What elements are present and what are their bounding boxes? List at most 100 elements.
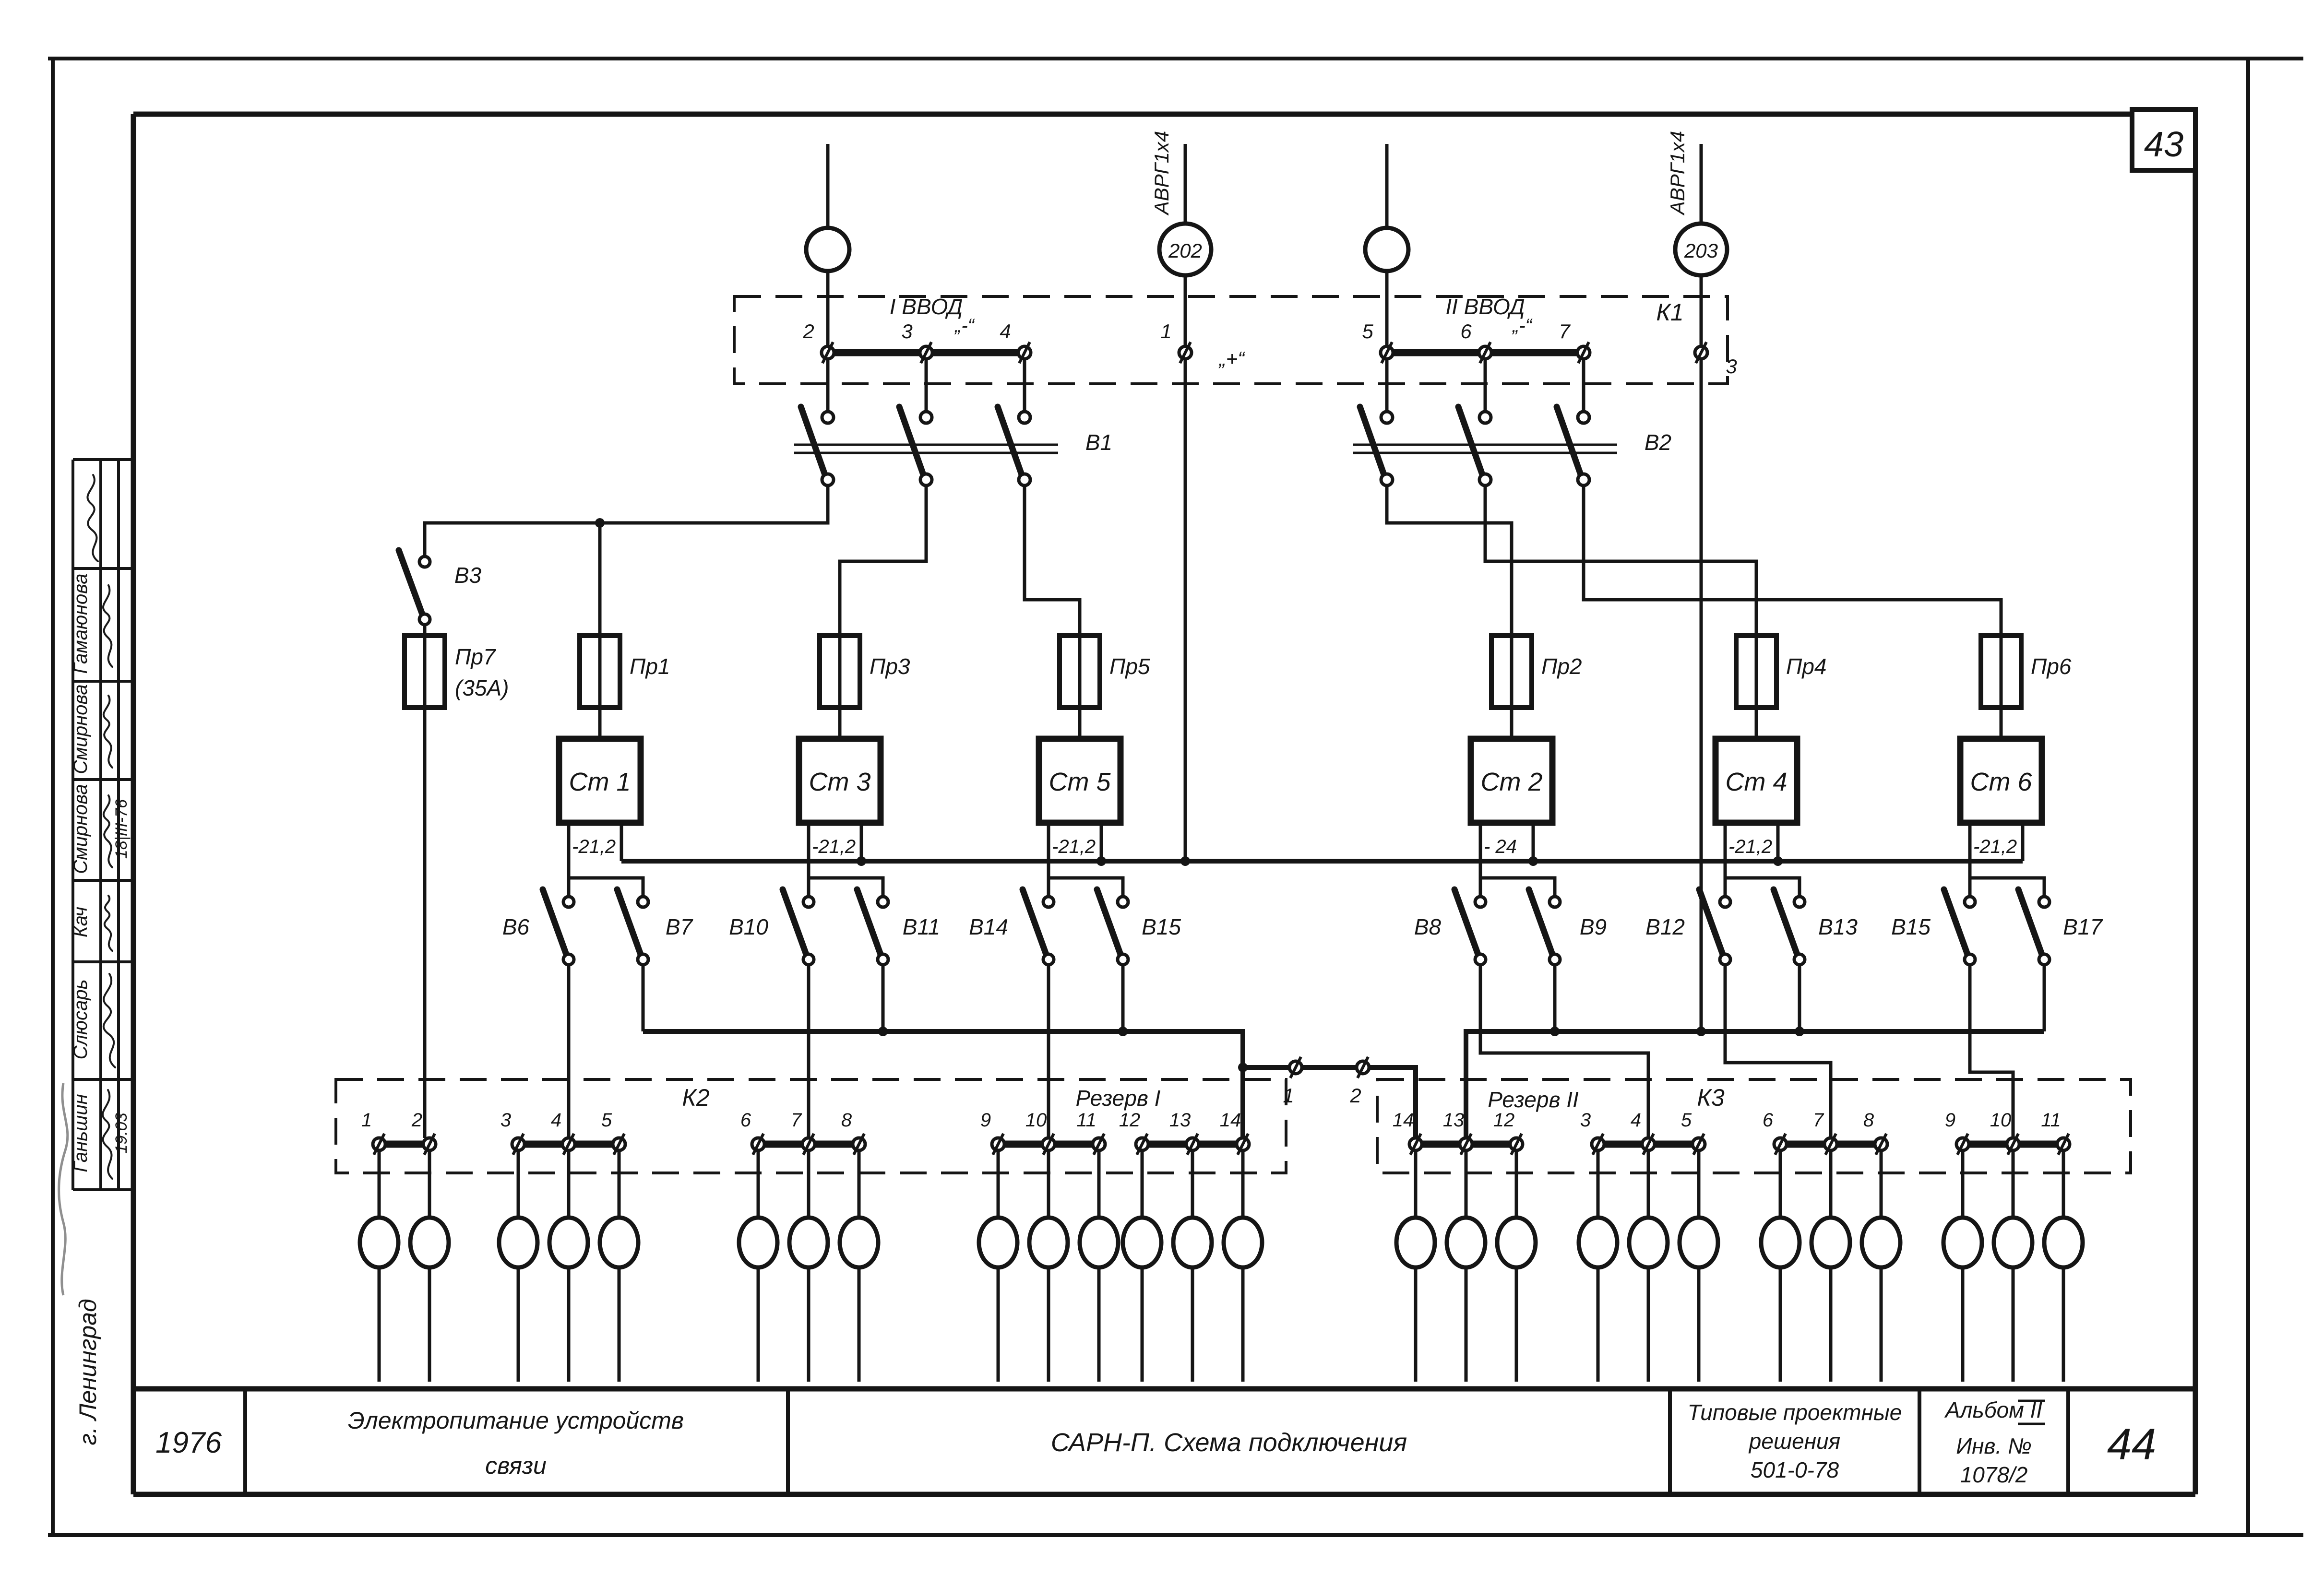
junction-dots [595,518,1804,1072]
signature-smirnova-2 [102,794,113,868]
k3-num-7: 7 [1813,1110,1824,1131]
k2-num-12: 12 [1119,1110,1141,1131]
k3-block-outline [1376,1078,2132,1174]
switch-v7-label: В7 [666,914,693,939]
k1-t3r: 3 [1726,355,1737,378]
sidebar-date-ganshin: 19.03 [112,1113,131,1153]
link-t1: 1 [1283,1084,1294,1107]
k2-block-outline [334,1078,1287,1174]
fuse-pr7-label: Пр7 [455,644,496,669]
stabilizer-st4 [1712,735,1800,826]
switch-pair-v12-v13 [1699,878,1805,965]
sheet-borders [48,57,2303,1537]
sidebar-name-smirnova-1: Смирнова [70,684,91,774]
k1-t4: 4 [1000,320,1011,343]
k2-num-3: 3 [501,1110,511,1131]
k3-label: К3 [1697,1084,1724,1111]
switch-v15r-label: В15 [1891,914,1931,939]
k2-num-2: 2 [411,1110,422,1131]
stabilizer-st3 [796,735,884,826]
k2-terminals [373,1134,1249,1155]
sidebar-name-kach: Кач [70,907,91,937]
k3-num-14: 14 [1393,1110,1414,1131]
switch-v3-label: В3 [454,563,482,588]
terminal-output-wires [377,1150,2065,1382]
reserve-bus-left [643,1029,1245,1138]
switch-v1 [794,407,1058,485]
stamp-subject-line2: связи [485,1452,547,1479]
lamp-left-icon [804,225,852,273]
meter-202-label: 202 [1168,239,1202,262]
k3-num-10: 10 [1990,1110,2012,1131]
k3-num-4: 4 [1631,1110,1641,1131]
fuse-pr6 [1978,633,2024,710]
reserve-bus-right [1464,1029,2044,1138]
switch-pair-v15-v17 [1944,878,2050,965]
switch-v13-label: В13 [1818,914,1858,939]
k3-num-12: 12 [1493,1110,1515,1131]
k2-num-5: 5 [601,1110,612,1131]
k2-num-8: 8 [841,1110,852,1131]
switch-v6-label: В6 [502,914,530,939]
k2-num-6: 6 [740,1110,751,1131]
k1-minus1: „-“ [954,315,976,336]
fuse-pr4 [1734,633,1779,710]
stamp-inv-number: 1078/2 [1960,1462,2028,1487]
k3-num-8: 8 [1863,1110,1874,1131]
lamp-right-icon [1363,225,1411,273]
st1-voltage: -21,2 [572,836,616,857]
fuse-pr3 [817,633,862,710]
st3-label: Ст 3 [809,768,870,796]
switch-v2-label: В2 [1645,430,1671,455]
stamp-title: САРН-П. Схема подключения [1051,1428,1407,1457]
k3-num-13: 13 [1443,1110,1465,1131]
switch-v11-label: В11 [903,914,940,939]
meter-203-icon [1673,221,1729,278]
stabilizer-st2 [1467,735,1556,826]
k3-num-9: 9 [1945,1110,1955,1131]
sidebar-date-smirnova: 18|III-76 [112,799,131,859]
k2-num-9: 9 [980,1110,991,1131]
switch-v15-label: В15 [1142,914,1181,939]
sidebar-name-slyusar: Слюсарь [70,979,91,1059]
k2-num-11: 11 [1076,1110,1096,1131]
sheet-number-top: 43 [2144,124,2183,164]
k2-num-10: 10 [1025,1110,1047,1131]
k2-num-7: 7 [791,1110,802,1131]
switch-pair-v14-v15 [1023,878,1128,965]
switch-v14-label: В14 [969,914,1008,939]
corner-number-box [2130,107,2198,173]
signature-gamayunova [102,584,113,668]
meter-202-icon [1157,221,1214,278]
sidebar-name-gamayunova: Гамаюнова [70,574,91,674]
switch-v10-label: В10 [729,914,768,939]
terminal-buses [379,349,2063,1148]
stamp-album: Альбом II [1944,1397,2042,1422]
stabilizer-wires [567,823,2025,897]
fuse-symbols [402,633,2024,710]
k1-plus: „+“ [1218,347,1246,370]
switch-v8-label: В8 [1414,914,1442,939]
st4-voltage: -21,2 [1728,836,1772,857]
reserve1-label: Резерв I [1076,1086,1161,1111]
breaker-output-wires [423,485,2003,1138]
k1-t1: 1 [1160,320,1171,343]
stabilizer-st6 [1957,735,2045,826]
sidebar-name-smirnova-2: Смирнова [70,784,91,874]
switch-pair-v6-v7 [543,878,648,965]
k1-minus2: „-“ [1512,315,1533,336]
stabilizer-st1 [556,735,644,826]
switch-pair-v10-v11 [783,878,888,965]
k2-num-4: 4 [551,1110,561,1131]
k3-num-3: 3 [1580,1110,1591,1131]
signature-smirnova-1 [102,695,113,769]
st5-label: Ст 5 [1049,768,1111,796]
sidebar-city: г. Ленинград [74,1299,101,1445]
k3-num-5: 5 [1681,1110,1692,1131]
reserve2-label: Резерв II [1488,1087,1579,1112]
stamp-inv-label: Инв. № [1956,1433,2032,1458]
st6-label: Ст 6 [1970,768,2032,796]
signatures [58,474,116,1296]
fuse-pr2-label: Пр2 [1541,654,1582,679]
